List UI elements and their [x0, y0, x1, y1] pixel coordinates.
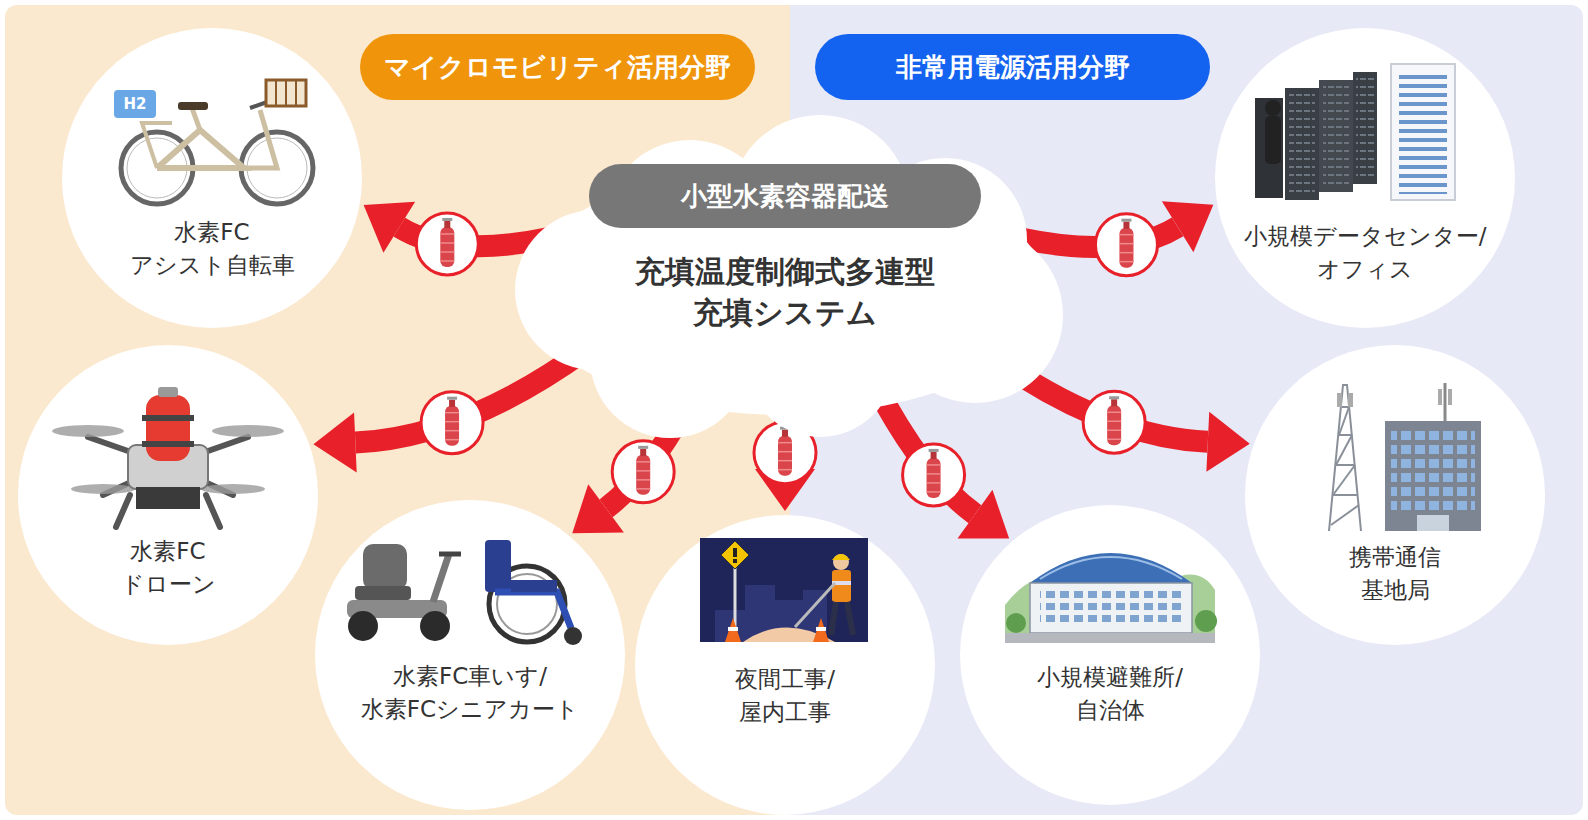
- cylinder-neck: [444, 221, 450, 228]
- cylinder-ring: [778, 469, 792, 471]
- cylinder-ring: [1119, 234, 1133, 236]
- application-label: 夜間工事/ 屋内工事: [735, 663, 835, 730]
- cylinder-neck: [449, 400, 455, 407]
- cylinder-ring: [636, 461, 650, 463]
- flow-arrow: [1021, 201, 1213, 275]
- badge-circle: [421, 392, 483, 454]
- cylinder-ring: [440, 251, 454, 253]
- cylinder-ring: [927, 482, 941, 484]
- application-circle: 小規模避難所/ 自治体: [960, 505, 1260, 805]
- cylinder-ring: [1107, 430, 1121, 432]
- application-label: 水素FC アシスト自転車: [130, 216, 295, 283]
- cylinder-neck: [782, 430, 788, 437]
- badge-circle: [416, 213, 478, 275]
- arrow-head: [313, 413, 356, 473]
- wheelchair-illustration: [315, 500, 625, 810]
- cylinder-neck: [1111, 399, 1117, 406]
- cylinder-neck: [640, 449, 646, 456]
- cylinder-badge: [903, 444, 965, 506]
- badge-circle: [1095, 214, 1157, 276]
- system-label: 充填温度制御式多連型 充填システム: [635, 252, 935, 333]
- h2-badge-label: H2: [114, 90, 156, 118]
- cylinder-ring: [440, 242, 454, 244]
- cylinder-ring: [636, 488, 650, 490]
- system-cloud: 充填温度制御式多連型 充填システム 小型水素容器配送: [490, 130, 1080, 430]
- cylinder-ring: [445, 421, 459, 423]
- application-label: 水素FC ドローン: [121, 535, 216, 602]
- application-circle: 携帯通信 基地局: [1245, 345, 1545, 645]
- cylinder-ring: [927, 473, 941, 475]
- delivery-pill: 小型水素容器配送: [589, 164, 981, 228]
- cylinder-badge: [1083, 391, 1145, 453]
- cylinder-ring: [445, 412, 459, 414]
- cylinder-valve: [442, 218, 452, 221]
- badge-circle: [1083, 391, 1145, 453]
- cylinder-ring: [440, 260, 454, 262]
- application-label: 小規模データセンター/ オフィス: [1244, 220, 1487, 287]
- shelter-illustration: [960, 505, 1260, 805]
- cylinder-badge: [421, 392, 483, 454]
- cylinder-ring: [778, 451, 792, 453]
- arrow-head: [1206, 412, 1249, 472]
- application-circle: 小規模データセンター/ オフィス: [1215, 28, 1515, 328]
- cylinder-neck: [1123, 222, 1129, 229]
- cylinder-ring: [778, 460, 792, 462]
- cylinder-ring: [445, 439, 459, 441]
- drone-illustration: [18, 345, 318, 645]
- cylinder-valve: [447, 397, 457, 400]
- pill-label: 非常用電源活用分野: [896, 50, 1130, 85]
- cylinder-ring: [445, 430, 459, 432]
- cylinder-neck: [931, 452, 937, 459]
- h2-text: H2: [124, 95, 147, 113]
- arrow-head: [958, 490, 1010, 539]
- flow-arrow: [313, 349, 586, 472]
- arrow-head: [1162, 201, 1214, 252]
- application-label: 携帯通信 基地局: [1349, 541, 1441, 608]
- cylinder-body: [1119, 228, 1133, 268]
- cylinder-ring: [636, 479, 650, 481]
- application-circle: 水素FC アシスト自転車: [62, 28, 362, 328]
- cylinder-badge: [1095, 214, 1157, 276]
- cylinder-body: [927, 458, 941, 498]
- cylinder-ring: [1119, 243, 1133, 245]
- cylinder-body: [445, 406, 459, 446]
- cylinder-ring: [636, 470, 650, 472]
- cylinder-ring: [1119, 252, 1133, 254]
- cylinder-ring: [778, 442, 792, 444]
- pill-label: 小型水素容器配送: [681, 179, 889, 214]
- application-circle: 水素FC車いす/ 水素FCシニアカート: [315, 500, 625, 810]
- cylinder-ring: [927, 491, 941, 493]
- cylinder-ring: [440, 233, 454, 235]
- data-center-illustration: [1215, 28, 1515, 328]
- cylinder-valve: [1109, 396, 1119, 399]
- field-pill: マイクロモビリティ活用分野: [360, 34, 755, 100]
- cylinder-body: [636, 455, 650, 495]
- application-label: 水素FC車いす/ 水素FCシニアカート: [361, 660, 579, 727]
- badge-circle: [903, 444, 965, 506]
- cylinder-valve: [1121, 219, 1131, 222]
- cylinder-valve: [638, 446, 648, 449]
- cylinder-valve: [929, 449, 939, 452]
- night-work-illustration: [635, 515, 935, 815]
- arrow-head: [364, 202, 416, 253]
- cylinder-ring: [1107, 439, 1121, 441]
- cylinder-body: [778, 436, 792, 476]
- cylinder-body: [440, 227, 454, 267]
- cylinder-ring: [1107, 421, 1121, 423]
- field-pill: 非常用電源活用分野: [815, 34, 1210, 100]
- application-circle: 水素FC ドローン: [18, 345, 318, 645]
- cylinder-body: [1107, 405, 1121, 445]
- application-circle: 夜間工事/ 屋内工事: [635, 515, 935, 815]
- cylinder-ring: [1119, 261, 1133, 263]
- cylinder-badge: [612, 441, 674, 503]
- cylinder-badge: [416, 213, 478, 275]
- flow-arrow: [874, 383, 1009, 539]
- application-label: 小規模避難所/ 自治体: [1037, 661, 1183, 728]
- bicycle-illustration: [62, 28, 362, 328]
- cylinder-ring: [1107, 412, 1121, 414]
- pill-label: マイクロモビリティ活用分野: [384, 50, 731, 85]
- cylinder-ring: [927, 464, 941, 466]
- badge-circle: [612, 441, 674, 503]
- arrow-head: [572, 484, 624, 533]
